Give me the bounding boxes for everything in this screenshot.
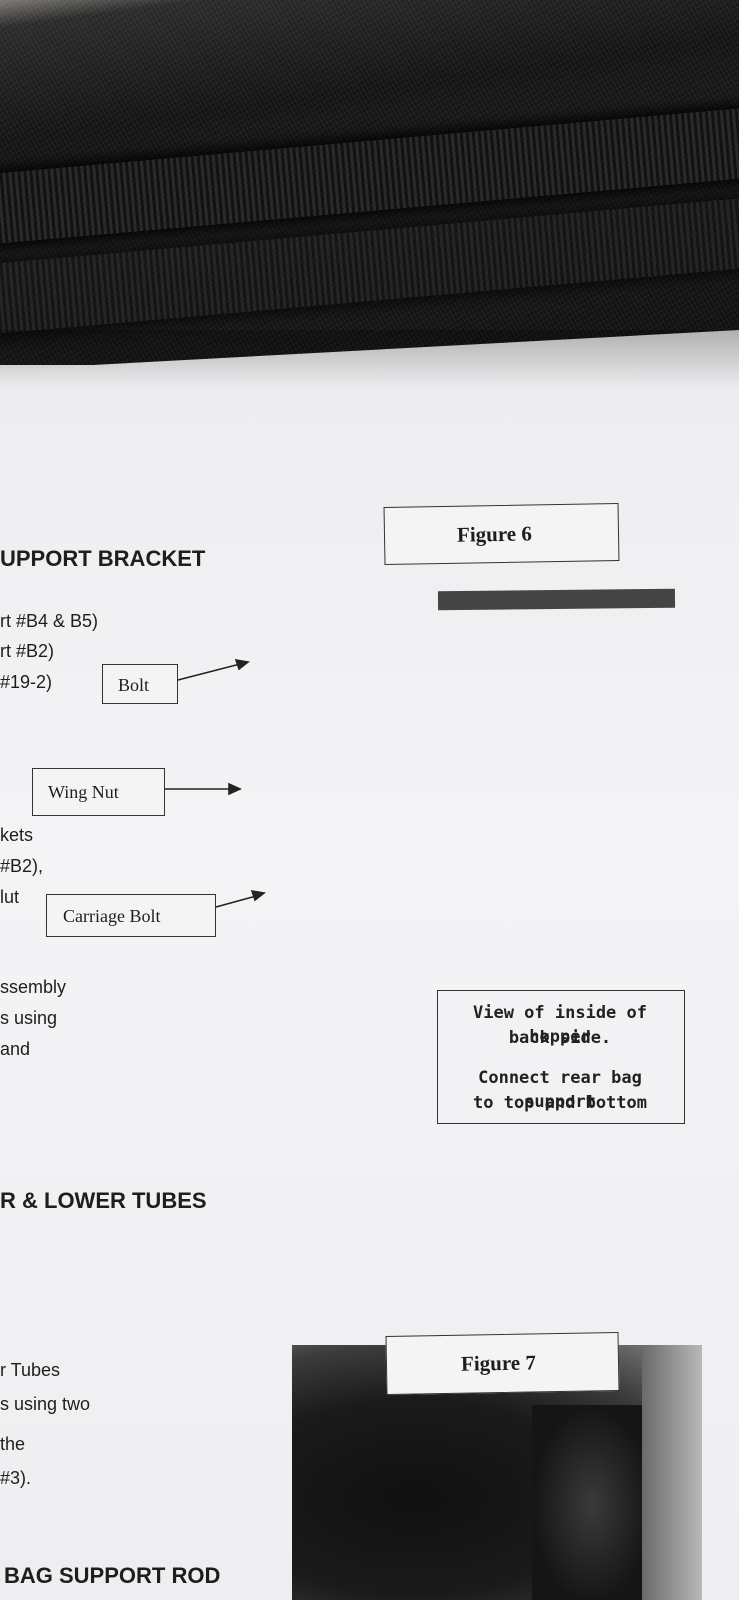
note-line: to top and bottom: [473, 1093, 647, 1113]
text-line: the: [0, 1434, 26, 1454]
hopper-note-box: View of inside of hopper back side. Conn…: [437, 990, 685, 1124]
heading-upper-lower-tubes: R & LOWER TUBES: [0, 1188, 207, 1213]
text-line: r Tubes: [0, 1360, 61, 1380]
wing-nut-label: Wing Nut: [48, 782, 119, 802]
text-line: lut: [0, 887, 20, 907]
text-line: ssembly: [0, 977, 67, 997]
heading-support-bracket: UPPORT BRACKET: [0, 546, 206, 571]
note-line: back side.: [508, 1028, 612, 1048]
photo-light-edge: [642, 1345, 702, 1600]
carriage-bolt-label: Carriage Bolt: [63, 906, 161, 926]
figure-6-label: Figure 6: [456, 521, 533, 547]
fabric-background: [0, 0, 739, 365]
text-line: and: [0, 1039, 31, 1059]
text-line: kets: [0, 825, 34, 845]
carriage-bolt-callout: Carriage Bolt: [46, 894, 216, 937]
text-line: s using two: [0, 1394, 91, 1414]
text-line: #19-2): [0, 672, 53, 692]
note-line: Connect rear bag support: [478, 1068, 642, 1112]
heading-bag-support-rod: BAG SUPPORT ROD: [4, 1563, 221, 1588]
black-bar: [437, 588, 676, 611]
text-line: rt #B2): [0, 641, 55, 661]
figure-6-box: Figure 6: [383, 502, 620, 566]
text-line: s using: [0, 1008, 58, 1028]
text-line: #B2),: [0, 856, 44, 876]
bolt-callout: Bolt: [102, 664, 178, 704]
figure-7-box: Figure 7: [385, 1331, 620, 1396]
wing-nut-callout: Wing Nut: [32, 768, 165, 816]
photo-highlight: [532, 1405, 652, 1600]
text-line: #3).: [0, 1468, 32, 1488]
bolt-label: Bolt: [118, 675, 150, 695]
note-line: View of inside of hopper: [473, 1003, 647, 1047]
figure-7-label: Figure 7: [460, 1350, 537, 1376]
text-line: rt #B4 & B5): [0, 611, 99, 631]
